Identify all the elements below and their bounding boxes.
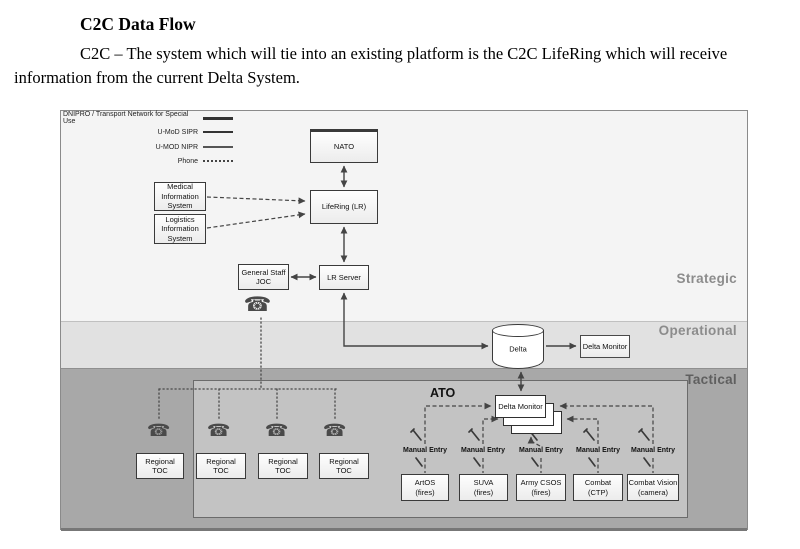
node-regional-toc: Regional TOC xyxy=(196,453,246,479)
page-title: C2C Data Flow xyxy=(80,14,196,34)
zone-label-operational: Operational xyxy=(658,323,737,338)
zone-label-tactical: Tactical xyxy=(685,372,737,387)
node-delta-monitor-operational: Delta Monitor xyxy=(580,335,630,358)
manual-entry-label: Manual Entry xyxy=(519,447,563,454)
node-regional-toc: Regional TOC xyxy=(258,453,308,479)
legend-row-phone: Phone xyxy=(63,156,233,166)
ato-region-label: ATO xyxy=(430,386,456,400)
phone-icon: ☎ xyxy=(322,421,347,440)
c2c-data-flow-diagram: Strategic Operational Tactical ATO DNIPR… xyxy=(60,110,748,531)
legend-label-dnipro: DNIPRO / Transport Network for Special U… xyxy=(63,111,189,125)
phone-icon: ☎ xyxy=(206,421,231,440)
phone-icon: ☎ xyxy=(264,421,289,440)
cylinder-top xyxy=(492,324,544,337)
node-combat-vision-camera: Combat Vision (camera) xyxy=(627,474,679,501)
phone-line-sample xyxy=(203,160,233,162)
manual-entry-label: Manual Entry xyxy=(576,447,620,454)
legend-label-phone: Phone xyxy=(177,157,198,165)
legend-row-dnipro: DNIPRO / Transport Network for Special U… xyxy=(63,111,233,125)
node-nato: NATO xyxy=(310,129,378,163)
delta-label: Delta xyxy=(509,344,527,354)
node-artos-fires: ArtOS (fires) xyxy=(401,474,449,501)
manual-entry-label: Manual Entry xyxy=(631,447,675,454)
sipr-line-sample xyxy=(203,130,233,134)
delta-database-cylinder: Delta xyxy=(492,324,544,369)
node-lr-server: LR Server xyxy=(319,265,369,290)
phone-icon: ☎ xyxy=(243,294,272,316)
node-delta-monitor-tactical: Delta Monitor xyxy=(495,395,546,418)
nipr-line-sample xyxy=(203,146,233,148)
node-combat-ctp: Combat (CTP) xyxy=(573,474,623,501)
legend-row-sipr: U-MoD SIPR xyxy=(63,127,233,137)
zone-label-strategic: Strategic xyxy=(676,271,737,286)
delta-monitor-stack: Delta Monitor xyxy=(495,395,562,434)
zone-operational xyxy=(61,321,747,368)
node-logistics-information-system: Logistics Information System xyxy=(154,214,206,244)
node-regional-toc: Regional TOC xyxy=(136,453,184,479)
node-suva-fires: SUVA (fires) xyxy=(459,474,508,501)
node-medical-information-system: Medical Information System xyxy=(154,182,206,211)
node-general-staff-joc: General Staff JOC xyxy=(238,264,289,290)
manual-entry-label: Manual Entry xyxy=(461,447,505,454)
node-lifering: LifeRing (LR) xyxy=(310,190,378,224)
node-army-csos-fires: Army CSOS (fires) xyxy=(516,474,566,501)
dnipro-line-sample xyxy=(203,116,233,120)
manual-entry-label: Manual Entry xyxy=(403,447,447,454)
intro-paragraph: C2C – The system which will tie into an … xyxy=(14,44,728,87)
legend-label-nipr: U-MOD NIPR xyxy=(155,143,198,151)
legend-label-sipr: U-MoD SIPR xyxy=(157,128,198,136)
node-regional-toc: Regional TOC xyxy=(319,453,369,479)
phone-icon: ☎ xyxy=(146,421,171,440)
legend-row-nipr: U-MOD NIPR xyxy=(63,142,233,152)
